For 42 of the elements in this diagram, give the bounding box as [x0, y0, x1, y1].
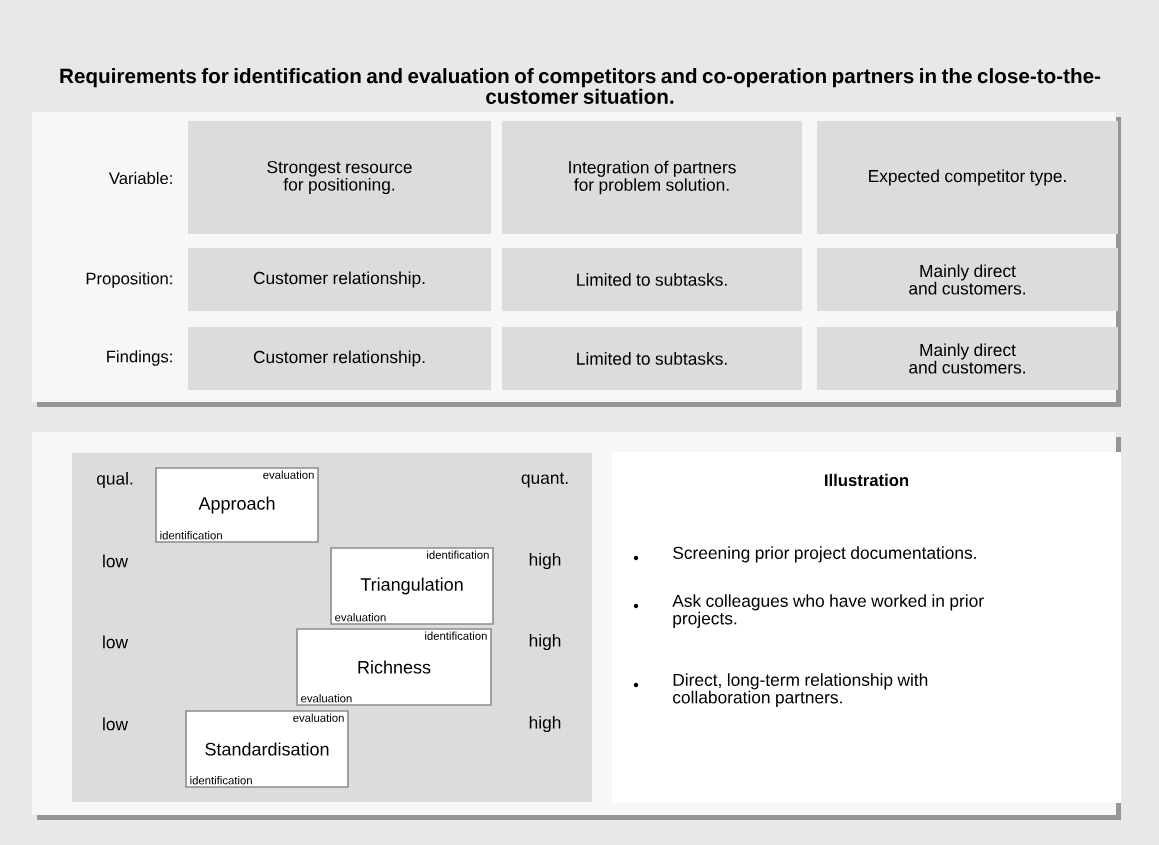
corner-label: identification	[427, 550, 489, 559]
table-cell: Customer relationship.	[188, 248, 491, 311]
scale-label: low	[103, 717, 129, 731]
corner-label: evaluation	[335, 613, 386, 622]
table-cell: Limited to subtasks.	[502, 248, 802, 311]
table-cell: Expected competitor type.	[817, 121, 1118, 234]
panel-heading: Illustration	[825, 473, 909, 487]
table-cell: Integration of partners for problem solution.	[502, 121, 802, 234]
bullet-text: Ask colleagues who have worked in prior projects.	[672, 594, 984, 628]
table-cell: Mainly direct and customers.	[817, 248, 1118, 311]
row-label: Variable:	[108, 171, 172, 185]
bullet-text: Direct, long-term relationship with collaboration partners.	[673, 673, 928, 707]
scale-label: qual.	[96, 471, 133, 489]
box-title: Standardisation	[205, 742, 329, 756]
row-label: Findings:	[107, 350, 172, 366]
corner-label: identification	[425, 631, 487, 640]
box-title: Approach	[198, 496, 275, 514]
text-panel	[612, 452, 1121, 803]
method-box	[330, 547, 494, 625]
bullet-text: Screening prior project documentations.	[673, 546, 976, 563]
corner-label: evaluation	[263, 470, 314, 479]
table-cell: Mainly direct and customers.	[817, 327, 1118, 390]
scale-label: high	[529, 552, 561, 570]
row-label: Proposition:	[86, 272, 172, 288]
corner-label: evaluation	[301, 694, 352, 703]
scale-label: low	[103, 635, 129, 649]
table-cell: Limited to subtasks.	[502, 327, 802, 390]
scale-label: low	[103, 554, 129, 568]
scale-label: high	[529, 633, 561, 651]
scale-label: quant.	[521, 472, 568, 488]
box-title: Richness	[358, 660, 431, 674]
corner-label: identification	[190, 776, 252, 785]
table-cell: Strongest resource for positioning.	[188, 121, 491, 234]
corner-label: identification	[160, 531, 222, 540]
method-box	[155, 467, 319, 543]
box-title: Triangulation	[360, 577, 463, 595]
method-box	[296, 628, 492, 706]
method-box	[185, 710, 349, 788]
scale-label: high	[529, 715, 561, 733]
corner-label: evaluation	[293, 713, 344, 722]
table-cell: Customer relationship.	[188, 327, 491, 390]
title: Requirements for identification and evaluation of competitors and co-operation partners in the close-to-the-customer situation.	[60, 68, 1101, 104]
